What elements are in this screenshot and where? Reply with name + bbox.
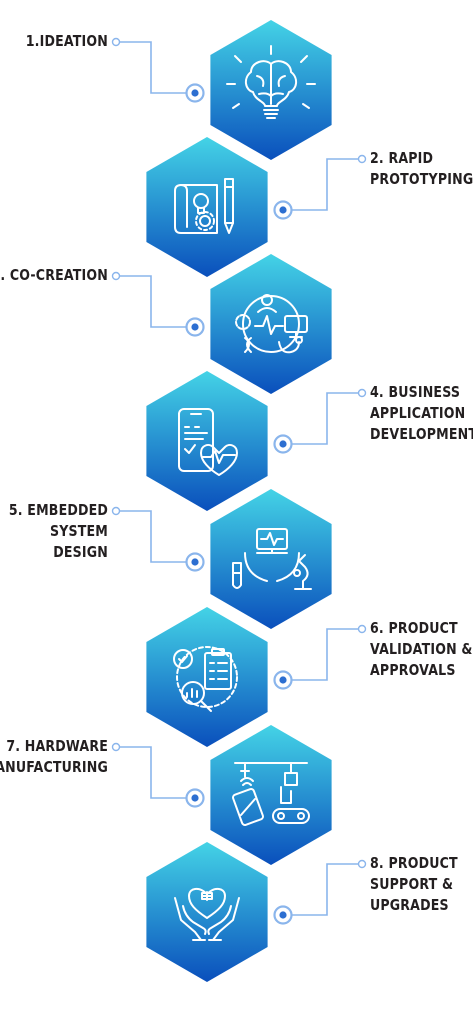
step-1-connector [116,41,195,94]
step-6-label: 6. PRODUCT VALIDATION & APPROVALS [370,619,473,679]
step-6-hexagon [146,607,268,747]
step-4-connector-node-center [279,440,287,448]
step-3-label: 3. CO-CREATION [0,266,108,284]
step-7-label: 7. HARDWARE MANUFACTURING [0,737,109,776]
step-5-connector [116,510,195,563]
step-1-connector-endpoint [111,37,121,47]
step-3-connector-node-center [191,323,199,331]
medical-collaboration-icon [235,294,308,354]
step-6-connector-node-center [279,676,287,684]
step-7-connector-endpoint [111,742,121,752]
step-8-connector [283,863,362,916]
step-7-hexagon [210,725,332,865]
step-6-connector [283,628,362,681]
step-4-hexagon [146,371,268,511]
step-8-hexagon [146,842,268,982]
step-4-label: 4. BUSINESS APPLICATION DEVELOPMENT [370,383,473,443]
heart-hands-care-icon [174,888,240,941]
assembly-line-icon [232,762,310,826]
step-1-connector-node-center [191,89,199,97]
step-2-connector-endpoint [357,154,367,164]
step-3-connector [116,275,195,328]
clipboard-checklist-icon [173,646,238,712]
step-8-connector-endpoint [357,859,367,869]
step-8-label: 8. PRODUCT SUPPORT & UPGRADES [370,854,458,914]
step-2-label: 2. RAPID PROTOTYPING [370,149,473,188]
step-2-hexagon [146,137,268,277]
step-7-connector [116,746,195,799]
step-8-connector-node-center [279,911,287,919]
step-1-label: 1.IDEATION [25,32,109,50]
step-5-connector-node-center [191,558,199,566]
step-7-connector-node-center [191,794,199,802]
step-4-connector [283,392,362,445]
brain-lightbulb-icon [226,45,316,119]
step-2-connector-node-center [279,206,287,214]
lab-monitor-microscope-icon [232,528,312,590]
step-5-connector-endpoint [111,506,121,516]
blueprint-pencil-icon [174,178,234,234]
step-2-connector [283,158,362,211]
step-3-connector-endpoint [111,271,121,281]
step-3-hexagon [210,254,332,394]
step-5-label: 5. EMBEDDED SYSTEM DESIGN [8,501,108,561]
mobile-health-app-icon [178,408,238,476]
step-5-hexagon [210,489,332,629]
step-6-connector-endpoint [357,624,367,634]
step-4-connector-endpoint [357,388,367,398]
